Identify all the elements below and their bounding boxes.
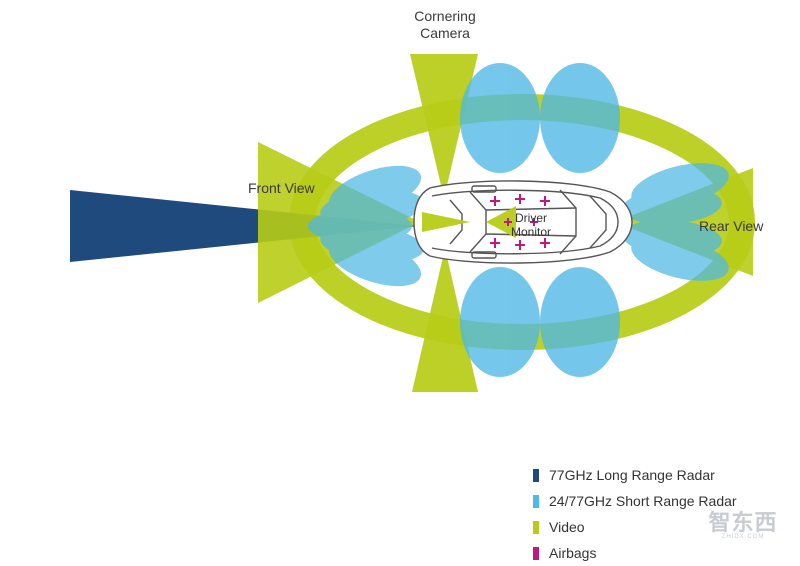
legend-item-airbags: Airbags [533, 540, 737, 566]
short-range-radar-lobe [460, 63, 540, 173]
rear-view-label: Rear View [699, 218, 764, 234]
legend-swatch [533, 494, 539, 508]
legend-item-video: Video [533, 514, 737, 540]
cornering-camera-cone-top [410, 54, 478, 198]
legend: 77GHz Long Range Radar 24/77GHz Short Ra… [533, 462, 737, 566]
short-range-radar-lobe [540, 267, 620, 377]
cornering-camera-label: Cornering Camera [405, 8, 485, 42]
short-range-radar-lobe [540, 63, 620, 173]
watermark-logo: 智东西 [708, 510, 778, 535]
legend-item-short-range-radar: 24/77GHz Short Range Radar [533, 488, 737, 514]
legend-label: 24/77GHz Short Range Radar [549, 493, 737, 509]
legend-swatch [533, 468, 539, 482]
short-range-radar-lobe [631, 235, 729, 281]
short-range-radar-lobe [622, 187, 722, 225]
legend-swatch [533, 546, 539, 560]
cornering-camera-cone-bottom [412, 248, 478, 392]
driver-monitor-label-line1: Driver [515, 211, 547, 225]
legend-item-long-range-radar: 77GHz Long Range Radar [533, 462, 737, 488]
driver-monitor-label-line2: Monitor [510, 225, 551, 239]
legend-label: 77GHz Long Range Radar [549, 467, 715, 483]
short-range-radar-lobe [460, 267, 540, 377]
short-range-radar-lobe [328, 237, 422, 287]
watermark-subtext: ZHIDX.COM [721, 534, 765, 540]
legend-swatch [533, 520, 539, 534]
front-view-label: Front View [248, 180, 315, 196]
legend-label: Airbags [549, 545, 597, 561]
driver-monitor-camera-cone [486, 206, 516, 238]
driver-monitor-cone [422, 212, 470, 232]
car-top-view [413, 180, 633, 264]
airbag-markers [490, 194, 550, 250]
legend-label: Video [549, 519, 585, 535]
long-range-radar-beam [70, 190, 418, 262]
cornering-camera-label-line2: Camera [420, 25, 470, 41]
cornering-camera-label-line1: Cornering [414, 8, 476, 24]
driver-monitor-label: Driver Monitor [505, 211, 557, 239]
